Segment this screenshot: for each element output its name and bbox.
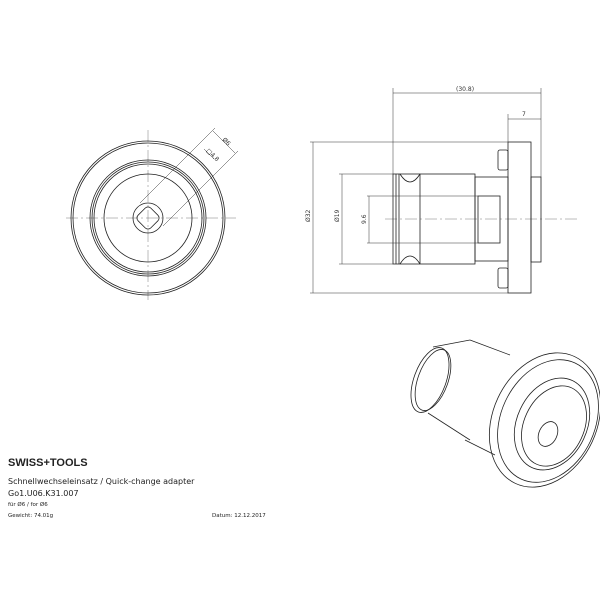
dim-shank-dia: Ø6 [221,136,232,147]
dim-outer-dia: Ø32 [305,209,312,222]
part-code: Go1.U06.K31.007 [8,489,79,498]
isometric-view [410,339,600,488]
part-title: Schnellwechseleinsatz / Quick-change ada… [8,477,195,486]
part-for: für Ø6 / for Ø6 [8,502,48,508]
dim-square: □4.8 [205,147,221,163]
dim-bore: 9.6 [361,214,368,224]
front-view: Ø6 □4.8 [66,127,239,300]
dim-body-dia: Ø19 [334,209,341,222]
part-weight: Gewicht: 74.01g [8,513,54,519]
side-view: (30.8) 7 Ø32 Ø19 9.6 [305,86,580,294]
dim-length: (30.8) [456,86,474,93]
brand-logo: SWISS+TOOLS [8,457,88,469]
drawing-date: Datum: 12.12.2017 [212,513,266,519]
dim-flange: 7 [522,111,526,118]
